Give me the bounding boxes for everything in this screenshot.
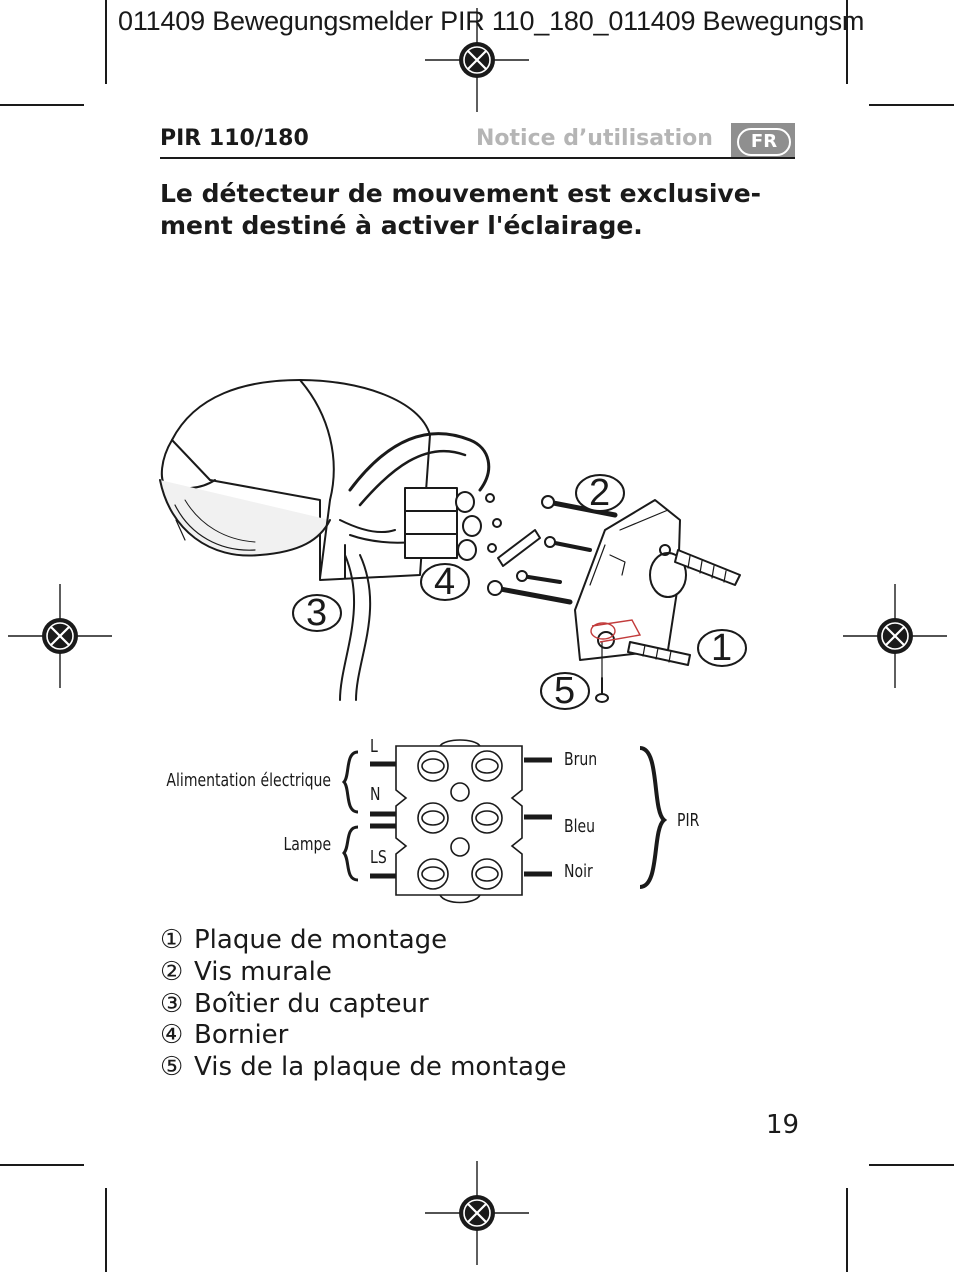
callout-2-ring	[575, 474, 625, 512]
crop-mark-bottom-left-v	[105, 1188, 107, 1272]
crop-mark-top-right-v	[846, 0, 848, 84]
terminal-ls: LS	[370, 847, 387, 868]
legend-text: Bornier	[194, 1020, 289, 1051]
legend-item: ⑤ Vis de la plaque de montage	[160, 1052, 566, 1084]
legend-number: ④	[160, 1020, 184, 1051]
callout-1: 1	[711, 627, 733, 669]
print-slug: 011409 Bewegungsmelder PIR 110_180_01140…	[118, 6, 865, 36]
callout-3: 3	[306, 592, 328, 634]
page-number: 19	[766, 1110, 800, 1140]
legend-item: ② Vis murale	[160, 957, 566, 989]
terminal-n: N	[370, 784, 381, 805]
legend-number: ②	[160, 956, 184, 987]
header-notice: Notice d’utilisation	[476, 126, 713, 151]
registration-mark-bottom	[423, 1159, 531, 1267]
legend-number: ⑤	[160, 1052, 184, 1083]
legend-text: Vis murale	[194, 956, 332, 987]
legend-item: ① Plaque de montage	[160, 925, 566, 957]
header-model: PIR 110/180	[160, 126, 309, 151]
wiring-diagram	[341, 739, 668, 904]
terminal-l: L	[370, 736, 378, 757]
label-supply: Alimentation électrique	[166, 770, 331, 791]
language-badge: FR	[731, 123, 795, 159]
legend-number: ③	[160, 988, 184, 1019]
callout-2: 2	[589, 472, 611, 514]
crop-mark-bottom-right-h	[869, 1164, 954, 1166]
callout-layer	[292, 474, 747, 710]
assembly-illustration	[159, 379, 741, 703]
legend-text: Vis de la plaque de montage	[194, 1052, 567, 1083]
wire-brown: Brun	[564, 749, 598, 770]
wire-blue: Bleu	[564, 816, 596, 837]
legend-item: ③ Boîtier du capteur	[160, 989, 566, 1021]
crop-mark-bottom-right-v	[846, 1188, 848, 1272]
legend-text: Boîtier du capteur	[194, 988, 429, 1019]
legend-text: Plaque de montage	[194, 925, 448, 955]
crop-mark-bottom-left-h	[0, 1164, 84, 1166]
legend-number: ①	[160, 925, 184, 955]
crop-mark-top-right-h	[869, 104, 954, 106]
label-pir: PIR	[677, 810, 700, 831]
language-badge-label: FR	[737, 128, 791, 156]
label-lamp: Lampe	[283, 834, 331, 855]
callout-1-ring	[697, 629, 747, 667]
callout-4-ring	[420, 563, 470, 601]
callout-4: 4	[434, 561, 456, 603]
legend-item: ④ Bornier	[160, 1020, 566, 1052]
callout-5: 5	[554, 670, 576, 712]
callout-3-ring	[292, 594, 342, 632]
header-rule	[160, 157, 795, 159]
intro-heading: Le détecteur de mouvement est exclusive-…	[160, 179, 762, 240]
crop-mark-top-left-v	[105, 0, 107, 84]
parts-legend: ① Plaque de montage ② Vis murale ③ Boîtier …	[160, 925, 566, 1084]
callout-5-ring	[540, 672, 590, 710]
crop-mark-top-left-h	[0, 104, 84, 106]
registration-mark-top	[423, 6, 531, 114]
wire-black: Noir	[564, 861, 593, 882]
